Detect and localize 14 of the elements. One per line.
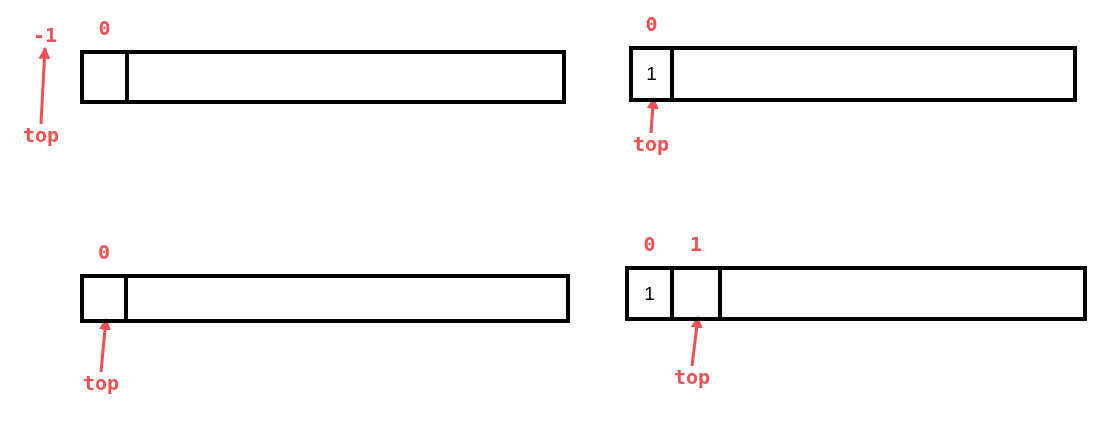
index-label: 0 <box>644 12 659 36</box>
pointer-label: top <box>78 370 124 396</box>
pointer-label: top <box>628 131 674 157</box>
pointer-label: -1 <box>28 22 62 48</box>
pointer-label: top <box>18 122 64 148</box>
index-label: 1 <box>688 232 703 256</box>
cell-value: 1 <box>646 63 657 85</box>
index-label: 0 <box>97 16 112 40</box>
pointer-label: top <box>669 364 715 390</box>
index-label: 0 <box>96 240 111 264</box>
arrow <box>646 96 659 134</box>
index-label: 0 <box>642 232 657 256</box>
arrow <box>38 46 51 125</box>
cell-value: 1 <box>644 282 655 305</box>
